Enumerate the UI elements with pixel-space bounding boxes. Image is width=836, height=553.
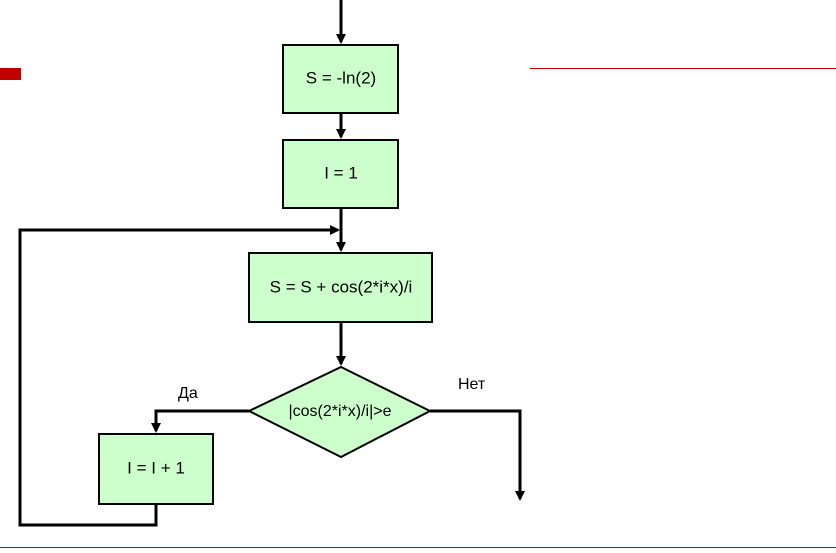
edge-condition-yes [151,409,249,433]
node-accumulate: S = S + cos(2*i*x)/i [248,252,433,323]
node-init-s: S = -ln(2) [282,44,399,114]
edge-label-no: Нет [458,376,486,393]
flow-edges [18,0,525,527]
node-accumulate-label: S = S + cos(2*i*x)/i [270,277,413,296]
node-condition-diamond [246,365,433,459]
node-condition: |cos(2*i*x)/i|>e [246,365,433,459]
edge-loop-back [18,225,340,527]
node-init-i-box [282,139,399,209]
node-accumulate-box [248,252,433,323]
node-init-s-label: S = -ln(2) [306,68,376,87]
node-condition-label: |cos(2*i*x)/i|>e [288,403,391,420]
accent-block [0,68,21,80]
edge-condition-no [430,409,525,501]
node-init-i: I = 1 [282,139,399,209]
node-increment: I = I + 1 [98,433,214,505]
node-init-i-label: I = 1 [324,163,358,182]
accent-divider-bottom [0,547,836,548]
node-increment-label: I = I + 1 [127,458,185,477]
node-init-s-box [282,44,399,114]
accent-divider-top [530,68,836,69]
edge-label-yes: Да [178,385,198,402]
node-increment-box [98,433,214,505]
